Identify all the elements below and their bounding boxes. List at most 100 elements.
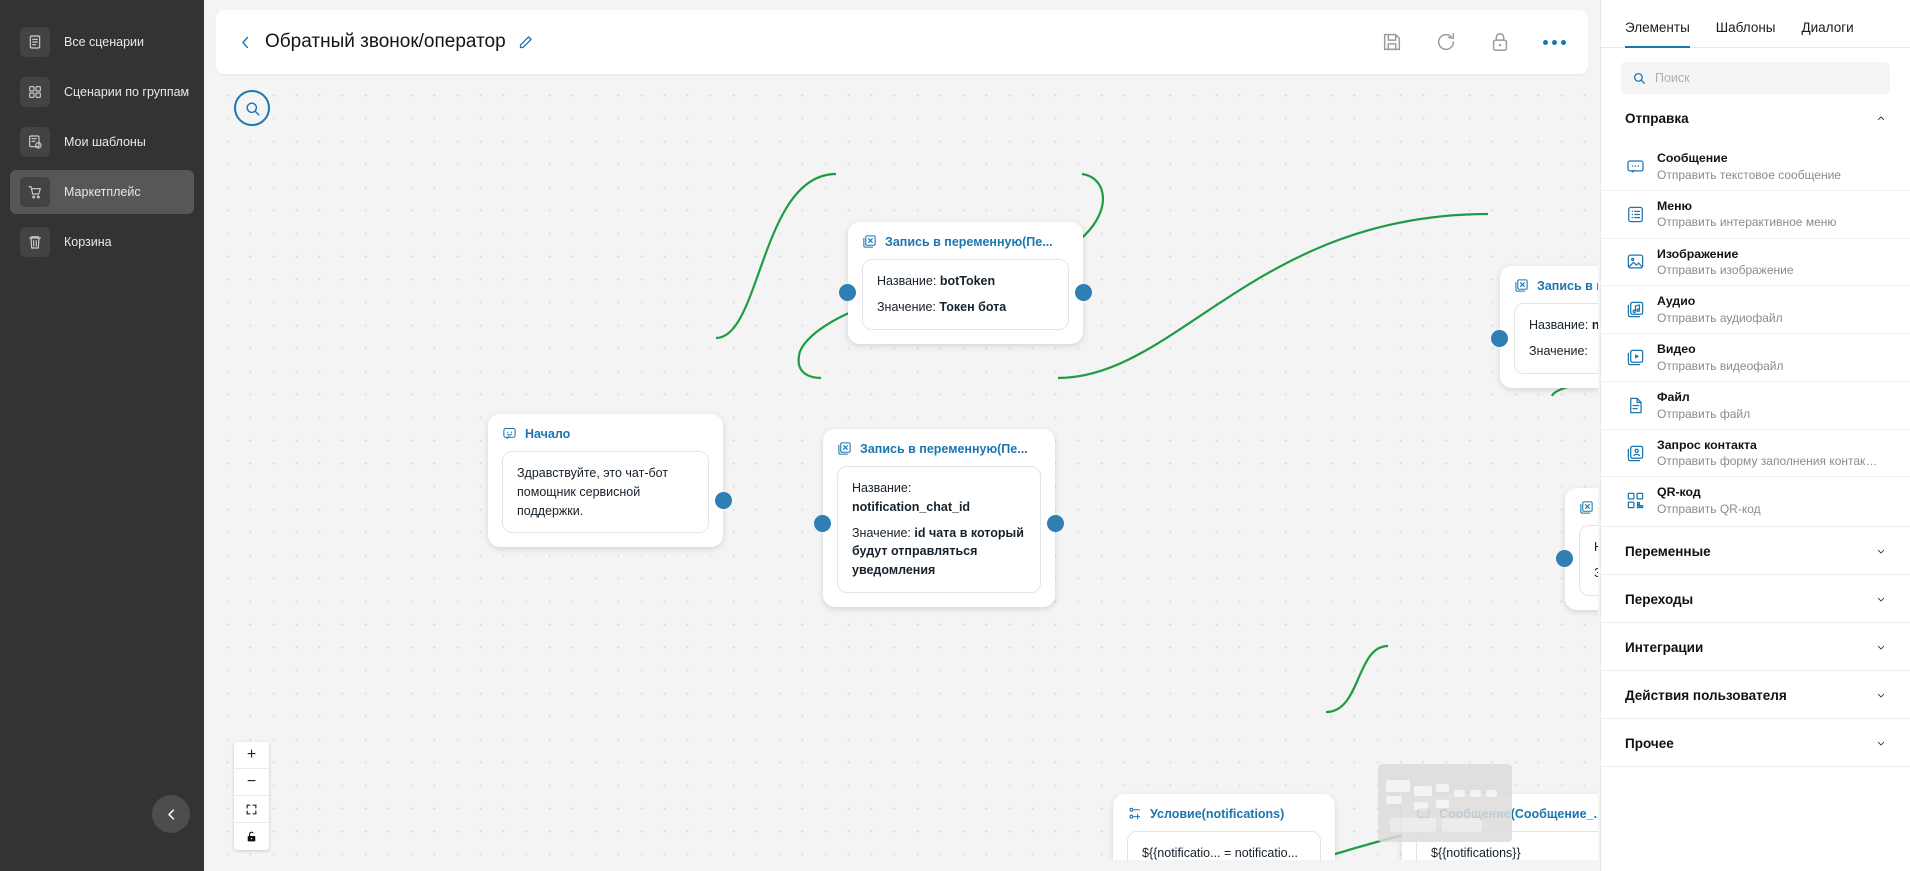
flow-node-var-request[interactable]: Запись в переменную(Пе...Название: reque… [1556, 488, 1598, 610]
section-header-2[interactable]: Переходы [1601, 575, 1910, 624]
flow-node-var-chatid[interactable]: Запись в переменную(Пе...Название: notif… [814, 429, 1064, 607]
element-desc: Отправить форму заполнения контактны... [1657, 454, 1881, 469]
refresh-button[interactable] [1435, 31, 1457, 53]
node-field: Значение: Токен бота [877, 298, 1054, 317]
flow-node-var-bottoken[interactable]: Запись в переменную(Пе...Название: botTo… [839, 222, 1092, 344]
trash-icon-wrap [20, 227, 50, 257]
element-search[interactable] [1621, 62, 1890, 94]
node-line: ${{notifications}} [1431, 846, 1521, 860]
sidebar-collapse-button[interactable] [152, 795, 190, 833]
node-body: Название: requestЗначение: [1579, 525, 1598, 596]
contact-icon-wrap [1625, 443, 1645, 463]
qr-icon-wrap [1625, 491, 1645, 511]
node-port-left[interactable] [814, 515, 831, 532]
sidebar-item-label: Сценарии по группам [64, 85, 190, 99]
node-field: Значение: [1594, 564, 1598, 583]
message-bubble-icon-wrap [1625, 156, 1645, 176]
sidebar-item-0[interactable]: Все сценарии [10, 20, 194, 64]
section-header-5[interactable]: Прочее [1601, 719, 1910, 768]
node-title: Запись в переменную(Пе... [1537, 278, 1598, 293]
right-panel-tabs: Элементы Шаблоны Диалоги [1601, 0, 1910, 48]
grid-icon [29, 86, 41, 98]
more-icon [1543, 39, 1548, 45]
flow-node-condition[interactable]: Условие(notifications) ${{notificatio... … [1113, 794, 1335, 860]
section-header-0[interactable]: Отправка [1601, 94, 1910, 141]
sidebar-item-label: Мои шаблоны [64, 135, 146, 149]
rename-flow-button[interactable] [518, 35, 533, 50]
more-button[interactable] [1543, 39, 1566, 45]
tab-0[interactable]: Элементы [1625, 20, 1690, 48]
lock-canvas-icon [247, 831, 256, 842]
node-header: Условие(notifications) [1127, 806, 1321, 821]
chevron-down-icon [1877, 694, 1885, 698]
variable-icon [1515, 279, 1528, 292]
node-line: ${{notificatio... = notificatio... [1142, 846, 1298, 860]
video-icon-wrap [1625, 348, 1645, 368]
sidebar-item-3[interactable]: Маркетплейс [10, 170, 194, 214]
node-port-left[interactable] [839, 284, 856, 301]
tab-1[interactable]: Шаблоны [1715, 20, 1776, 35]
section-title: Прочее [1625, 736, 1674, 752]
node-port-right[interactable] [715, 492, 732, 509]
section-title: Интеграции [1625, 640, 1704, 656]
canvas-search-button[interactable] [234, 90, 270, 126]
save-icon [1383, 33, 1401, 51]
sidebar-item-4[interactable]: Корзина [10, 220, 194, 264]
search-input[interactable] [1655, 71, 1879, 85]
lock-button[interactable] [1489, 31, 1511, 53]
fit-view-button[interactable] [234, 796, 269, 823]
menu-list-icon-wrap [1625, 204, 1645, 224]
node-field-label: Название: [877, 274, 940, 288]
back-button[interactable] [238, 33, 253, 52]
section-title: Переменные [1625, 544, 1711, 560]
search-icon [1633, 72, 1645, 84]
flow-node-var-notifications[interactable]: Запись в переменную(Пе... Название: notif… [1491, 266, 1598, 388]
chevron-down-icon [1877, 646, 1885, 650]
section-header-3[interactable]: Интеграции [1601, 623, 1910, 672]
sidebar-item-label: Маркетплейс [64, 185, 141, 199]
element-desc: Отправить аудиофайл [1657, 310, 1783, 325]
node-field-label: Название: [1529, 318, 1592, 332]
node-port-right[interactable] [1075, 284, 1092, 301]
node-port-right[interactable] [1047, 515, 1064, 532]
template-icon-wrap [20, 127, 50, 157]
element-name: Видео [1657, 342, 1696, 357]
node-header: Запись в переменную(Пе... [862, 234, 1069, 249]
message-bubble-icon [1626, 160, 1644, 173]
node-port-left[interactable] [1491, 330, 1508, 347]
section-header-4[interactable]: Действия пользователя [1601, 671, 1910, 720]
sidebar-item-2[interactable]: Мои шаблоны [10, 120, 194, 164]
chevron-down-icon [1877, 550, 1885, 554]
audio-icon [1627, 301, 1643, 318]
canvas-minimap[interactable] [1378, 764, 1512, 842]
tab-2[interactable]: Диалоги [1801, 20, 1854, 35]
node-line: Здравствуйте, это чат-бот помощник серви… [517, 466, 669, 518]
zoom-out-button[interactable]: − [234, 769, 269, 796]
element-desc: Отправить изображение [1657, 263, 1794, 278]
chevron-left-icon [242, 36, 249, 48]
node-header: Начало [502, 426, 709, 441]
zoom-in-button[interactable]: + [234, 742, 269, 769]
list-document-icon [29, 35, 41, 49]
chevron-down-icon [1877, 598, 1885, 602]
section-header-1[interactable]: Переменные [1601, 527, 1910, 576]
node-field: Название: notifications [1529, 316, 1598, 335]
sidebar-item-1[interactable]: Сценарии по группам▼ [10, 70, 213, 114]
lock-canvas-button[interactable] [234, 823, 269, 850]
node-port-left[interactable] [1556, 550, 1573, 567]
save-button[interactable] [1381, 31, 1403, 53]
node-body: Здравствуйте, это чат-бот помощник серви… [502, 451, 709, 534]
sidebar-item-label: Корзина [64, 235, 112, 249]
